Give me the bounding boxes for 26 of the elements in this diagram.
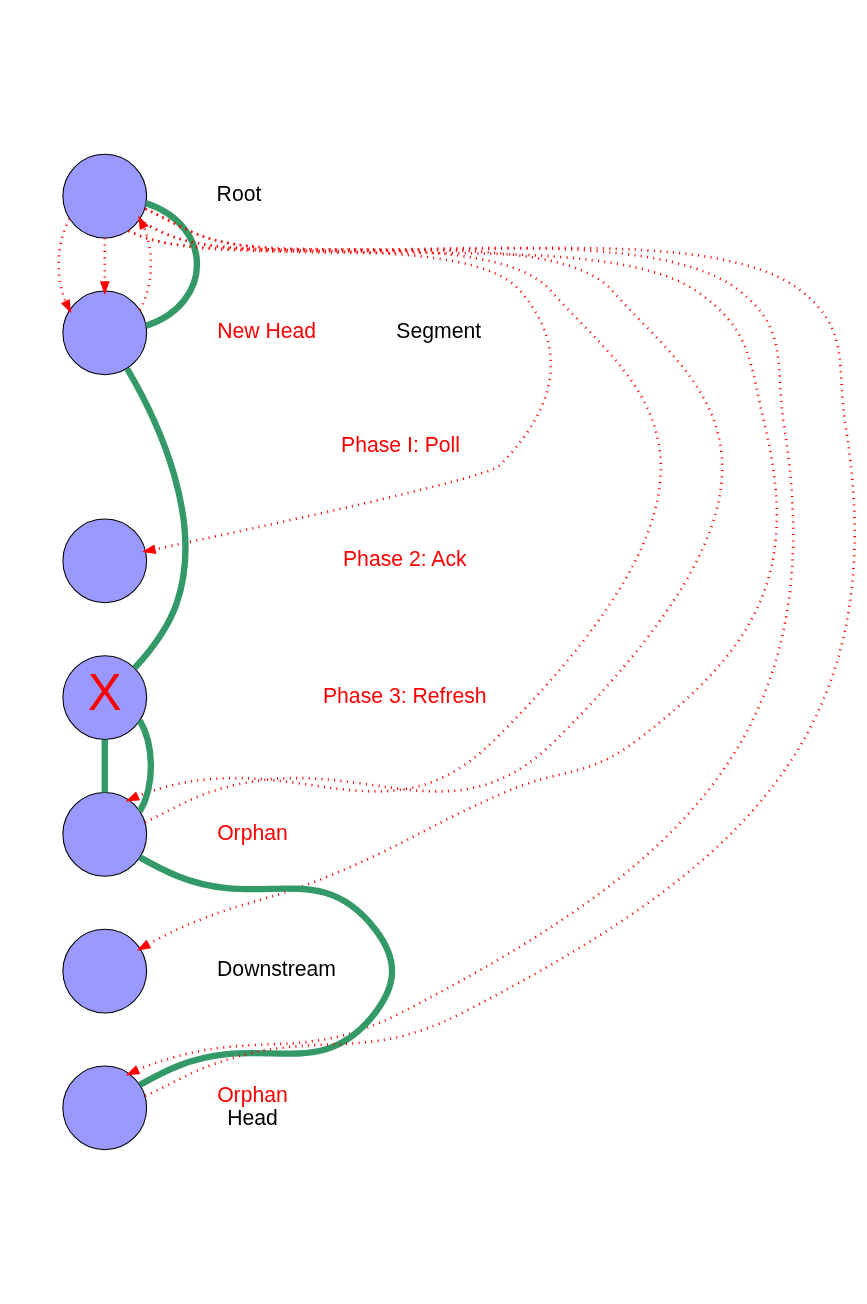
connector [124,367,189,670]
node-label: Root [216,182,262,206]
node-label: Orphan [217,1082,288,1106]
connector [144,207,723,824]
arrow [125,229,662,802]
node-circle [62,928,148,1014]
arrow [125,229,794,1076]
connector [144,200,200,329]
arrow [99,238,110,295]
node-label: New Head [217,319,317,343]
label: Phase 3: Refresh [322,683,487,707]
connector [144,207,856,1098]
arrow [136,219,778,951]
node-circle [62,518,148,604]
label: Segment [396,319,482,343]
label: Downstream [217,957,336,981]
node-label: Orphan [217,820,288,844]
label: Phase 2: Ack [342,547,467,571]
node-circle: X [62,655,148,740]
label: Phase I: Poll [341,433,461,457]
arrow [57,218,72,314]
arrow [138,219,552,554]
connector [101,739,108,793]
connector [137,719,155,813]
arrow [138,215,153,311]
connector [138,854,396,1088]
